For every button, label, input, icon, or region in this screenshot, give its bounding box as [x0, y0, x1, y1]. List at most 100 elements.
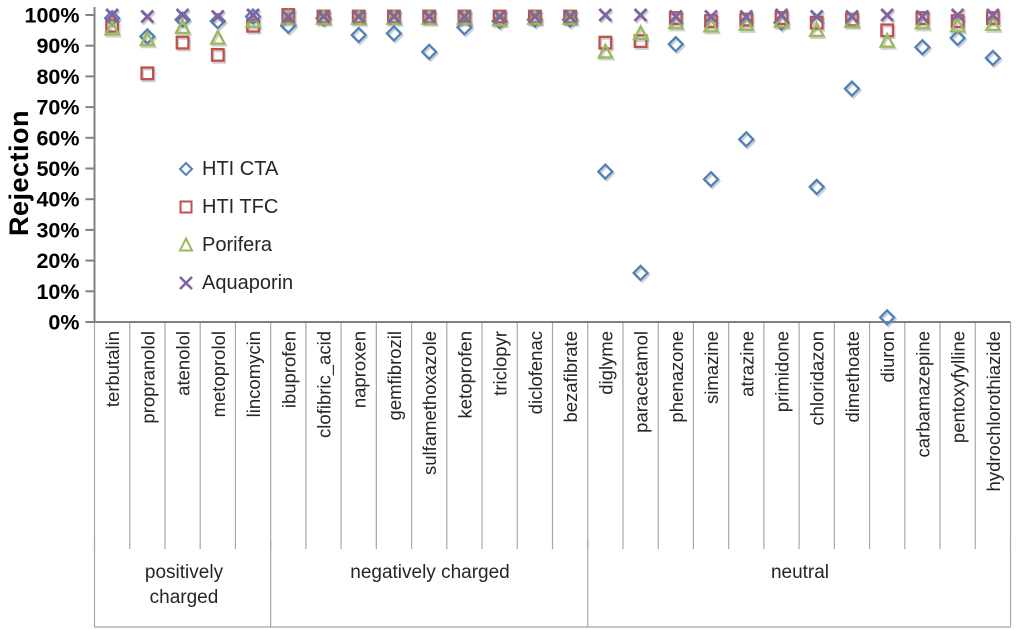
y-tick-label: 0%	[48, 311, 79, 335]
data-point-marker	[596, 42, 614, 59]
data-point-marker	[492, 9, 507, 24]
data-point-marker	[175, 35, 190, 50]
data-point-marker	[140, 66, 155, 81]
data-point-marker	[667, 35, 685, 53]
x-category-label: primidone	[772, 331, 793, 412]
legend-label: HTI CTA	[202, 157, 279, 180]
data-point-marker	[739, 9, 754, 24]
x-category-label: atrazine	[736, 331, 757, 397]
y-tick-label: 80%	[36, 65, 79, 89]
data-point-marker	[140, 9, 155, 24]
y-tick-label: 100%	[25, 4, 80, 28]
data-point-marker	[561, 8, 579, 25]
data-point-marker	[455, 18, 474, 36]
marker-shadow	[599, 37, 614, 52]
data-point-marker	[702, 170, 720, 188]
category-group-label-neutral: neutral	[770, 562, 830, 583]
data-point-marker	[913, 13, 931, 30]
x-category-label: gemfibrozil	[384, 331, 405, 420]
data-point-marker	[632, 23, 650, 41]
data-point-marker	[422, 9, 437, 24]
data-point-marker	[210, 9, 225, 24]
y-axis-title: Rejection	[4, 109, 34, 237]
data-point-marker	[563, 9, 578, 24]
data-point-marker	[596, 162, 614, 181]
data-point-marker	[667, 13, 685, 30]
data-point-marker	[279, 8, 297, 25]
x-category-label: sulfamethoxazole	[419, 331, 440, 475]
data-point-marker	[244, 11, 262, 28]
data-point-marker	[631, 264, 650, 282]
marker-shadow	[141, 68, 156, 83]
y-tick-label: 70%	[36, 96, 79, 120]
data-point-marker	[246, 7, 261, 23]
legend-label: HTI TFC	[202, 195, 279, 218]
data-point-marker	[174, 17, 192, 35]
x-category-label: diuron	[877, 331, 898, 382]
y-tick-label: 90%	[36, 34, 79, 58]
legend-label: Aquaporin	[202, 271, 294, 294]
legend-item-hti-cta: HTI CTA	[176, 150, 293, 188]
x-category-label: phenazone	[666, 331, 687, 423]
data-point-marker	[843, 80, 861, 98]
y-tick-label: 20%	[36, 249, 79, 273]
x-category-label: simazine	[701, 331, 722, 404]
x-category-label: ibuprofen	[278, 331, 299, 408]
data-point-marker	[737, 130, 755, 148]
x-category-label: propranolol	[137, 331, 158, 424]
square-marker-icon	[176, 198, 198, 216]
data-point-marker	[350, 26, 368, 44]
data-point-marker	[984, 49, 1002, 67]
data-point-marker	[808, 178, 826, 196]
data-point-marker	[420, 8, 438, 25]
x-category-label: lincomycin	[243, 331, 264, 417]
data-point-marker	[739, 12, 754, 27]
data-point-marker	[598, 35, 613, 50]
data-point-marker	[385, 8, 403, 25]
data-point-marker	[209, 28, 227, 45]
category-group-label-positively-charged: positively charged	[144, 562, 224, 608]
data-point-marker	[526, 8, 544, 25]
x-category-label: chloridazon	[807, 331, 828, 426]
x-marker-icon	[176, 274, 198, 292]
data-point-marker	[772, 11, 791, 28]
data-point-marker	[880, 7, 895, 23]
data-point-marker	[878, 308, 896, 327]
data-point-marker	[949, 16, 967, 33]
x-category-label: diclofenac	[525, 331, 546, 414]
category-group-label-negatively-charged: negatively charged	[350, 562, 510, 583]
chart-legend: HTI CTA HTI TFC Porifera Aquaporin	[176, 150, 293, 302]
x-category-label: atenolol	[173, 331, 194, 396]
data-point-marker	[668, 9, 683, 24]
data-point-marker	[457, 9, 472, 24]
triangle-marker-icon	[176, 236, 198, 254]
x-category-label: carbamazepine	[912, 331, 933, 458]
data-point-marker	[915, 9, 930, 24]
y-tick-label: 30%	[36, 218, 79, 242]
legend-item-porifera: Porifera	[176, 226, 293, 264]
data-point-marker	[138, 27, 156, 46]
data-point-marker	[913, 38, 932, 56]
data-point-marker	[844, 9, 859, 24]
data-point-marker	[984, 14, 1002, 31]
data-point-marker	[105, 7, 120, 23]
data-point-marker	[598, 7, 613, 23]
x-category-label: hydrochlorothiazide	[983, 331, 1004, 491]
data-point-marker	[385, 24, 403, 43]
legend-item-hti-tfc: HTI TFC	[176, 188, 293, 226]
x-category-label: naproxen	[349, 331, 370, 408]
x-category-label: triclopyr	[490, 331, 511, 396]
data-point-marker	[103, 9, 121, 27]
marker-shadow	[635, 36, 649, 50]
y-tick-label: 60%	[36, 126, 79, 150]
x-category-label: bezafibrate	[560, 331, 581, 423]
data-point-marker	[210, 47, 225, 62]
x-category-label: paracetamol	[631, 331, 652, 433]
data-point-marker	[633, 34, 648, 49]
y-tick-label: 40%	[36, 188, 79, 212]
x-category-label: terbutalin	[102, 331, 123, 407]
data-point-marker	[668, 11, 683, 26]
data-point-marker	[808, 20, 826, 38]
diamond-marker-icon	[176, 160, 198, 178]
